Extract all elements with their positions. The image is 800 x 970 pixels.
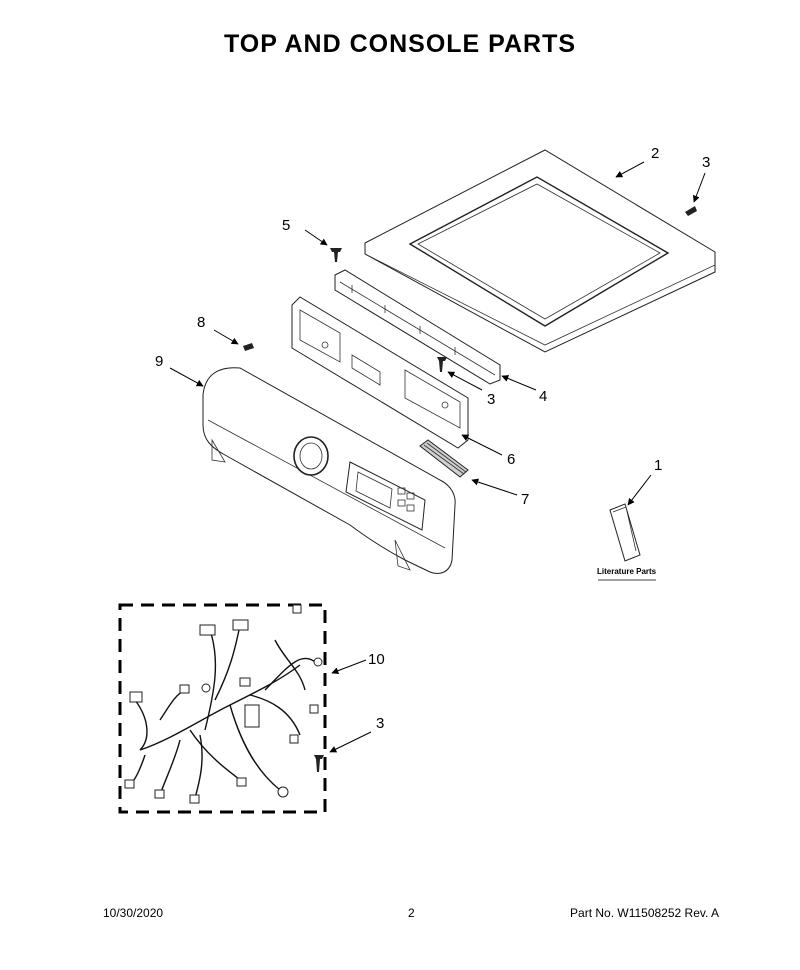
wire-harness-part	[118, 603, 327, 814]
footer-date: 10/30/2020	[103, 906, 164, 920]
callout-3: 3	[487, 391, 495, 408]
screw-icon	[437, 357, 447, 372]
screw-icon	[685, 206, 697, 216]
literature-part	[598, 503, 656, 581]
callout-1: 1	[654, 457, 662, 474]
console-bracket-part	[334, 269, 501, 385]
callout-3: 3	[376, 715, 384, 732]
callout-8: 8	[197, 314, 205, 331]
ribbon-cable-part	[419, 439, 469, 478]
callout-4: 4	[539, 388, 547, 405]
callout-7: 7	[521, 491, 529, 508]
footer-page-number: 2	[408, 906, 415, 920]
callout-5: 5	[282, 217, 290, 234]
callout-3: 3	[702, 154, 710, 171]
literature-parts-label: Literature Parts	[597, 567, 657, 576]
console-panel-part	[202, 367, 456, 574]
callout-2: 2	[651, 145, 659, 162]
screw-icon	[314, 755, 324, 772]
callout-9: 9	[155, 353, 163, 370]
page-title: TOP AND CONSOLE PARTS	[223, 30, 577, 58]
callout-6: 6	[507, 451, 515, 468]
callout-leaders	[169, 161, 706, 753]
screw-icon	[243, 343, 254, 351]
footer-part-number: Part No. W11508252 Rev. A	[570, 906, 719, 920]
screw-icon	[330, 248, 342, 262]
top-cover-part	[364, 149, 716, 353]
callout-10: 10	[368, 651, 385, 668]
